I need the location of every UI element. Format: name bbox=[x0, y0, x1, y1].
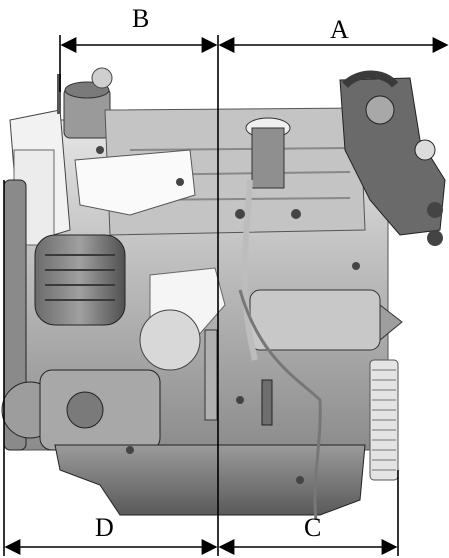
center-disc bbox=[139, 309, 201, 371]
thermostat-housing bbox=[339, 77, 446, 236]
vertical-tube-left bbox=[242, 179, 258, 361]
dimension-label-d: D bbox=[95, 513, 114, 542]
engine-illustration bbox=[1, 67, 446, 521]
alternator-fins bbox=[45, 254, 115, 301]
dipstick-tube bbox=[238, 289, 322, 521]
hose-right bbox=[342, 70, 399, 89]
cap-stem bbox=[251, 127, 285, 189]
top-left-ring bbox=[91, 67, 113, 89]
lower-sensor bbox=[261, 379, 273, 426]
dimension-label-b: B bbox=[132, 4, 150, 33]
bolt-set bbox=[96, 146, 360, 484]
dipstick bbox=[57, 74, 61, 114]
alternator bbox=[34, 234, 126, 326]
ring-gear-teeth bbox=[372, 369, 396, 471]
dimension-lines bbox=[3, 35, 449, 556]
thermostat-port bbox=[365, 95, 395, 125]
starter-nose bbox=[379, 303, 403, 342]
white-bracket bbox=[74, 149, 196, 216]
oil-pan bbox=[54, 444, 366, 516]
dimension-label-a: A bbox=[330, 15, 349, 44]
lower-left-boss bbox=[66, 391, 104, 429]
starter-motor bbox=[249, 289, 381, 351]
center-rod bbox=[204, 329, 218, 421]
right-fitting-2 bbox=[427, 230, 443, 246]
right-fitting-1 bbox=[427, 202, 443, 218]
right-bracket-hole bbox=[414, 139, 436, 161]
dimension-label-c: C bbox=[304, 513, 322, 542]
